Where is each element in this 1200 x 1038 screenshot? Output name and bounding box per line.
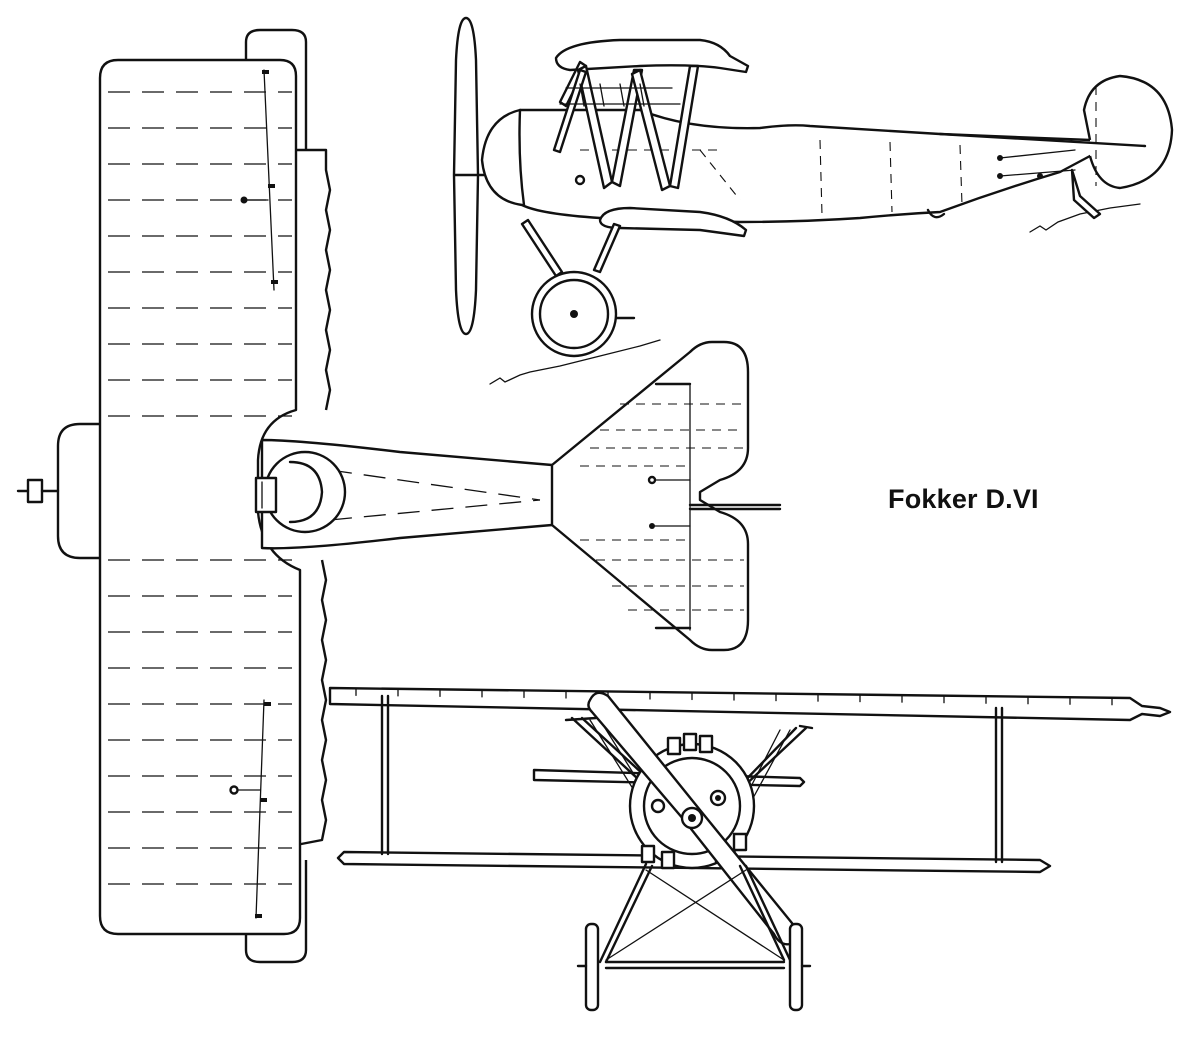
side-struts: [552, 60, 700, 192]
side-fuselage: [480, 108, 1114, 224]
plan-view: [16, 28, 782, 964]
side-lower-wing: [598, 206, 748, 238]
front-view: [328, 686, 1172, 1012]
side-view: [452, 16, 1174, 385]
side-ground-lines: [489, 203, 1141, 385]
front-upper-wing: [328, 686, 1172, 722]
aircraft-title: Fokker D.VI: [888, 484, 1039, 514]
front-landing-gear: [576, 862, 812, 1012]
plan-nose: [56, 422, 100, 560]
side-rudder: [1082, 74, 1174, 190]
plan-tailplane: [550, 340, 750, 652]
side-undercarriage: [520, 218, 636, 358]
plan-tail-ribs: [580, 403, 744, 611]
plan-upper-wing: [98, 58, 302, 936]
plan-cockpit: [254, 450, 347, 534]
plan-lower-wing: [295, 148, 332, 847]
plan-propeller-hub: [16, 478, 60, 504]
front-wing-ticks: [355, 688, 1113, 706]
plan-aileron-hinges: [229, 69, 278, 919]
side-upper-wing: [554, 38, 750, 74]
